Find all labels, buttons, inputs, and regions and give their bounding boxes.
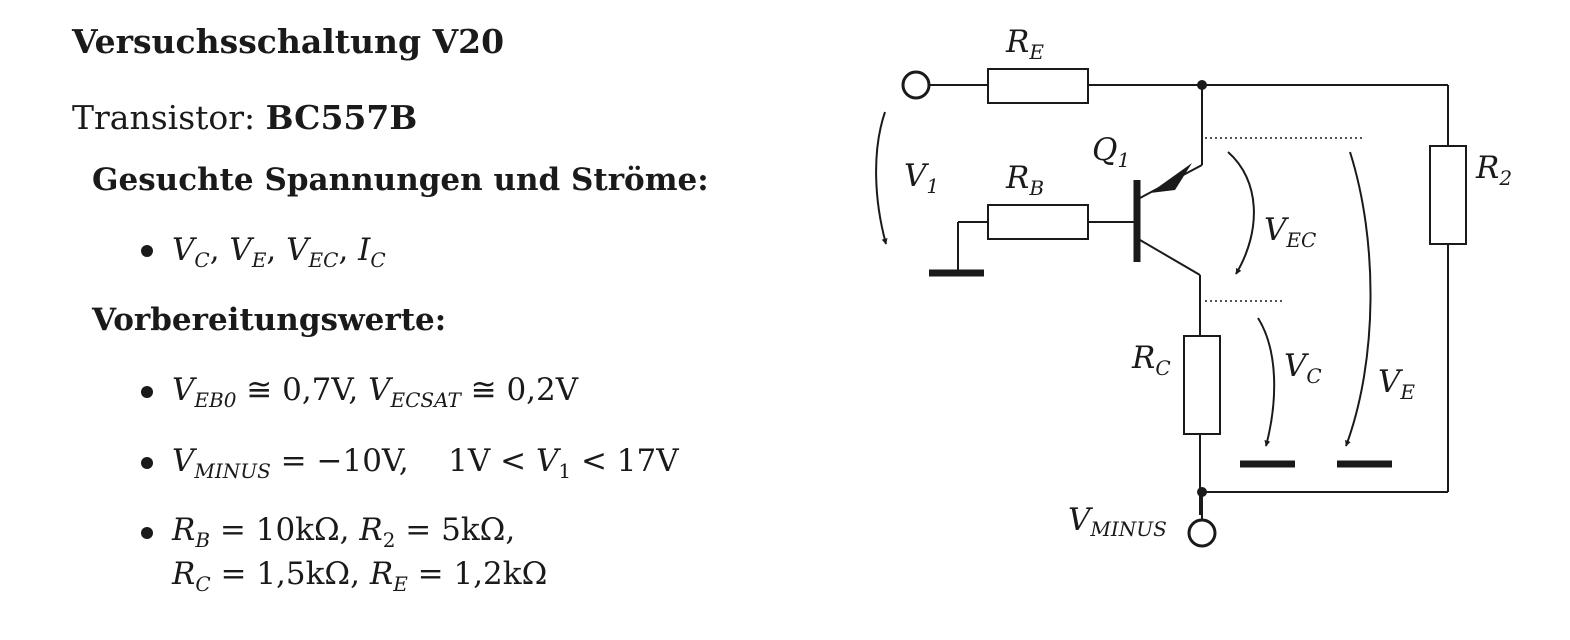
label-vc: VC	[1284, 348, 1322, 388]
ve-arrow	[1345, 151, 1372, 447]
section-prep-heading: Vorbereitungswerte:	[92, 302, 447, 338]
prep-line-1: VEB0 ≅ 0,7V, VECSAT ≅ 0,2V	[172, 372, 579, 412]
bullet	[141, 527, 153, 539]
label-re: RE	[1005, 24, 1044, 64]
emitter-arrow	[1150, 163, 1192, 193]
prep-line-3b: RC = 1,5kΩ, RE = 1,2kΩ	[172, 556, 548, 596]
sought-values: VC, VE, VEC, IC	[172, 232, 386, 272]
label-ve: VE	[1378, 364, 1415, 404]
junction-dot	[1197, 80, 1207, 90]
vminus-terminal	[1187, 518, 1217, 548]
v1-arrow	[875, 111, 888, 245]
label-vminus: VMINUS	[1068, 502, 1167, 541]
section-sought-heading: Gesuchte Spannungen und Ströme:	[92, 162, 709, 198]
label-vec: VEC	[1264, 212, 1316, 252]
bullet	[141, 245, 153, 257]
label-rb: RB	[1005, 160, 1044, 200]
resistor-rc	[1183, 335, 1221, 435]
label-rc: RC	[1131, 340, 1171, 380]
prep-line-3a: RB = 10kΩ, R2 = 5kΩ,	[172, 512, 516, 552]
label-v1: V1	[904, 158, 939, 198]
prep-line-2: VMINUS = −10V, 1V < V1 < 17V	[172, 443, 679, 483]
input-terminal	[901, 70, 931, 100]
transistor-line: Transistor: BC557B	[72, 98, 417, 137]
page-title: Versuchsschaltung V20	[72, 22, 505, 61]
bullet	[141, 386, 153, 398]
resistor-re	[987, 68, 1089, 104]
wires	[930, 84, 1449, 515]
transistor-value: BC557B	[265, 98, 418, 137]
resistor-r2	[1429, 145, 1467, 245]
bullet	[141, 457, 153, 469]
resistor-rb	[987, 204, 1089, 240]
label-r2: R2	[1475, 150, 1512, 190]
label-q1: Q1	[1092, 132, 1130, 172]
vec-arrow	[1227, 151, 1255, 275]
vc-arrow	[1257, 317, 1276, 447]
transistor-label: Transistor:	[72, 98, 256, 137]
